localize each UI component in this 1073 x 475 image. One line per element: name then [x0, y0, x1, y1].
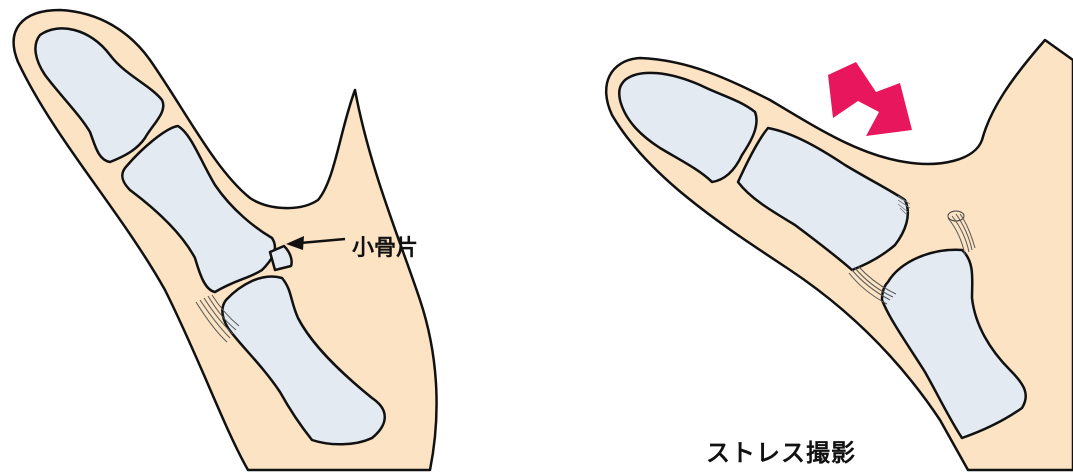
left-small-bone-fragment [270, 246, 292, 270]
pressure-arrow-icon [828, 62, 912, 136]
right-finger [606, 40, 1073, 470]
stress-view-caption: ストレス撮影 [706, 433, 856, 468]
small-bone-fragment-label: 小骨片 [352, 230, 418, 262]
